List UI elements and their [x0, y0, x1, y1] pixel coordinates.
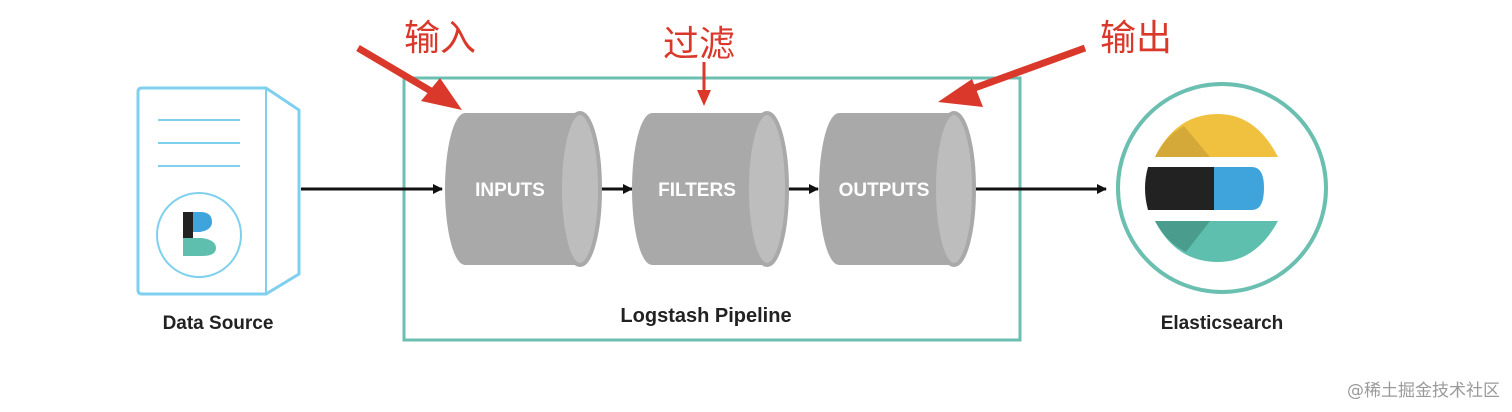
elasticsearch-node: Elasticsearch [1116, 82, 1328, 334]
stage-filters: FILTERS [632, 111, 789, 267]
stage-outputs: OUTPUTS [819, 111, 976, 267]
annotation-input-text: 输入 [404, 18, 476, 59]
elasticsearch-logo-icon [1116, 82, 1328, 294]
beats-logo-icon [183, 212, 216, 256]
pipeline-label: Logstash Pipeline [620, 305, 791, 327]
watermark: @稀土掘金技术社区 [1347, 381, 1500, 401]
annotation-filter: 过滤 [663, 24, 735, 106]
annotation-output-text: 输出 [1100, 18, 1172, 59]
data-source-label: Data Source [163, 313, 274, 334]
annotation-filter-text: 过滤 [663, 24, 735, 65]
elasticsearch-label: Elasticsearch [1161, 313, 1284, 334]
annotation-output: 输出 [938, 18, 1172, 107]
stage-label-inputs: INPUTS [475, 180, 545, 201]
stage-label-outputs: OUTPUTS [839, 180, 930, 201]
data-source-node: Data Source [136, 86, 301, 334]
stage-inputs: INPUTS [445, 111, 602, 267]
annotation-input: 输入 [356, 18, 476, 110]
stage-label-filters: FILTERS [658, 180, 736, 201]
server-document-icon [136, 86, 301, 296]
pipeline-box [402, 76, 1022, 342]
